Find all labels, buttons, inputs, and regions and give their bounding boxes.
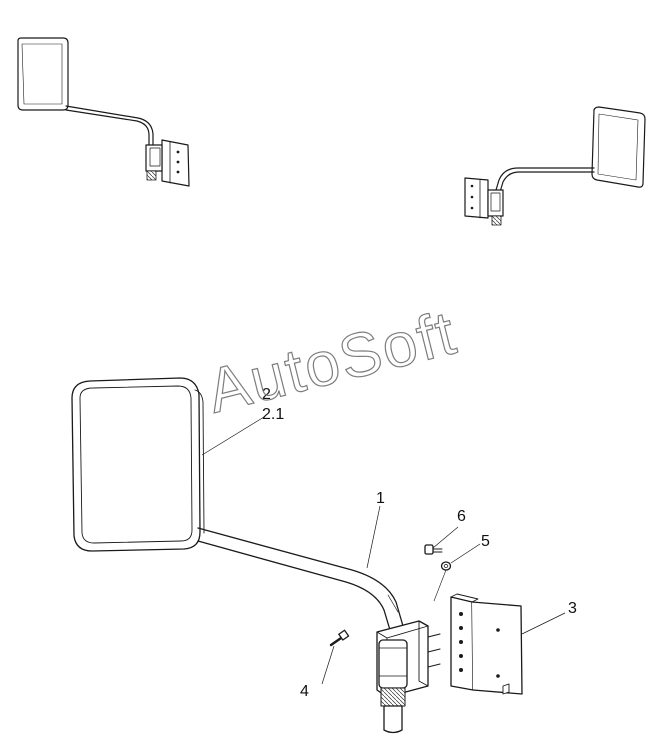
leader-1 [366,505,381,569]
callout-6: 6 [457,508,466,525]
callout-4: 4 [300,683,309,700]
leader-3 [521,612,566,635]
callout-3: 3 [568,600,577,617]
leader-6 [432,526,459,549]
callout-2: 2 [262,386,271,403]
screw-part-4 [329,629,350,647]
leader-5 [450,543,481,564]
bolt-part-6 [424,544,443,555]
bracket-part-3 [450,593,523,695]
leader-4 [321,645,335,685]
mirror-arm-part-1 [197,527,404,631]
leader-lines [201,416,566,685]
mirror-head-part-2 [71,377,205,552]
mirror-clamp-body [376,620,441,734]
callout-1: 1 [376,490,385,507]
mirror-view-right-small [464,106,646,226]
watermark-text: AutoSoft [201,298,464,426]
callout-2-1: 2.1 [262,406,284,423]
mirror-view-left-small [17,37,190,187]
leader-2 [201,416,265,456]
callouts: 1 2 2.1 3 4 5 6 [262,386,577,700]
mirror-exploded-view [71,377,523,734]
washer-part-5 [440,561,452,571]
assembly-line [433,569,447,602]
callout-5: 5 [481,533,490,550]
